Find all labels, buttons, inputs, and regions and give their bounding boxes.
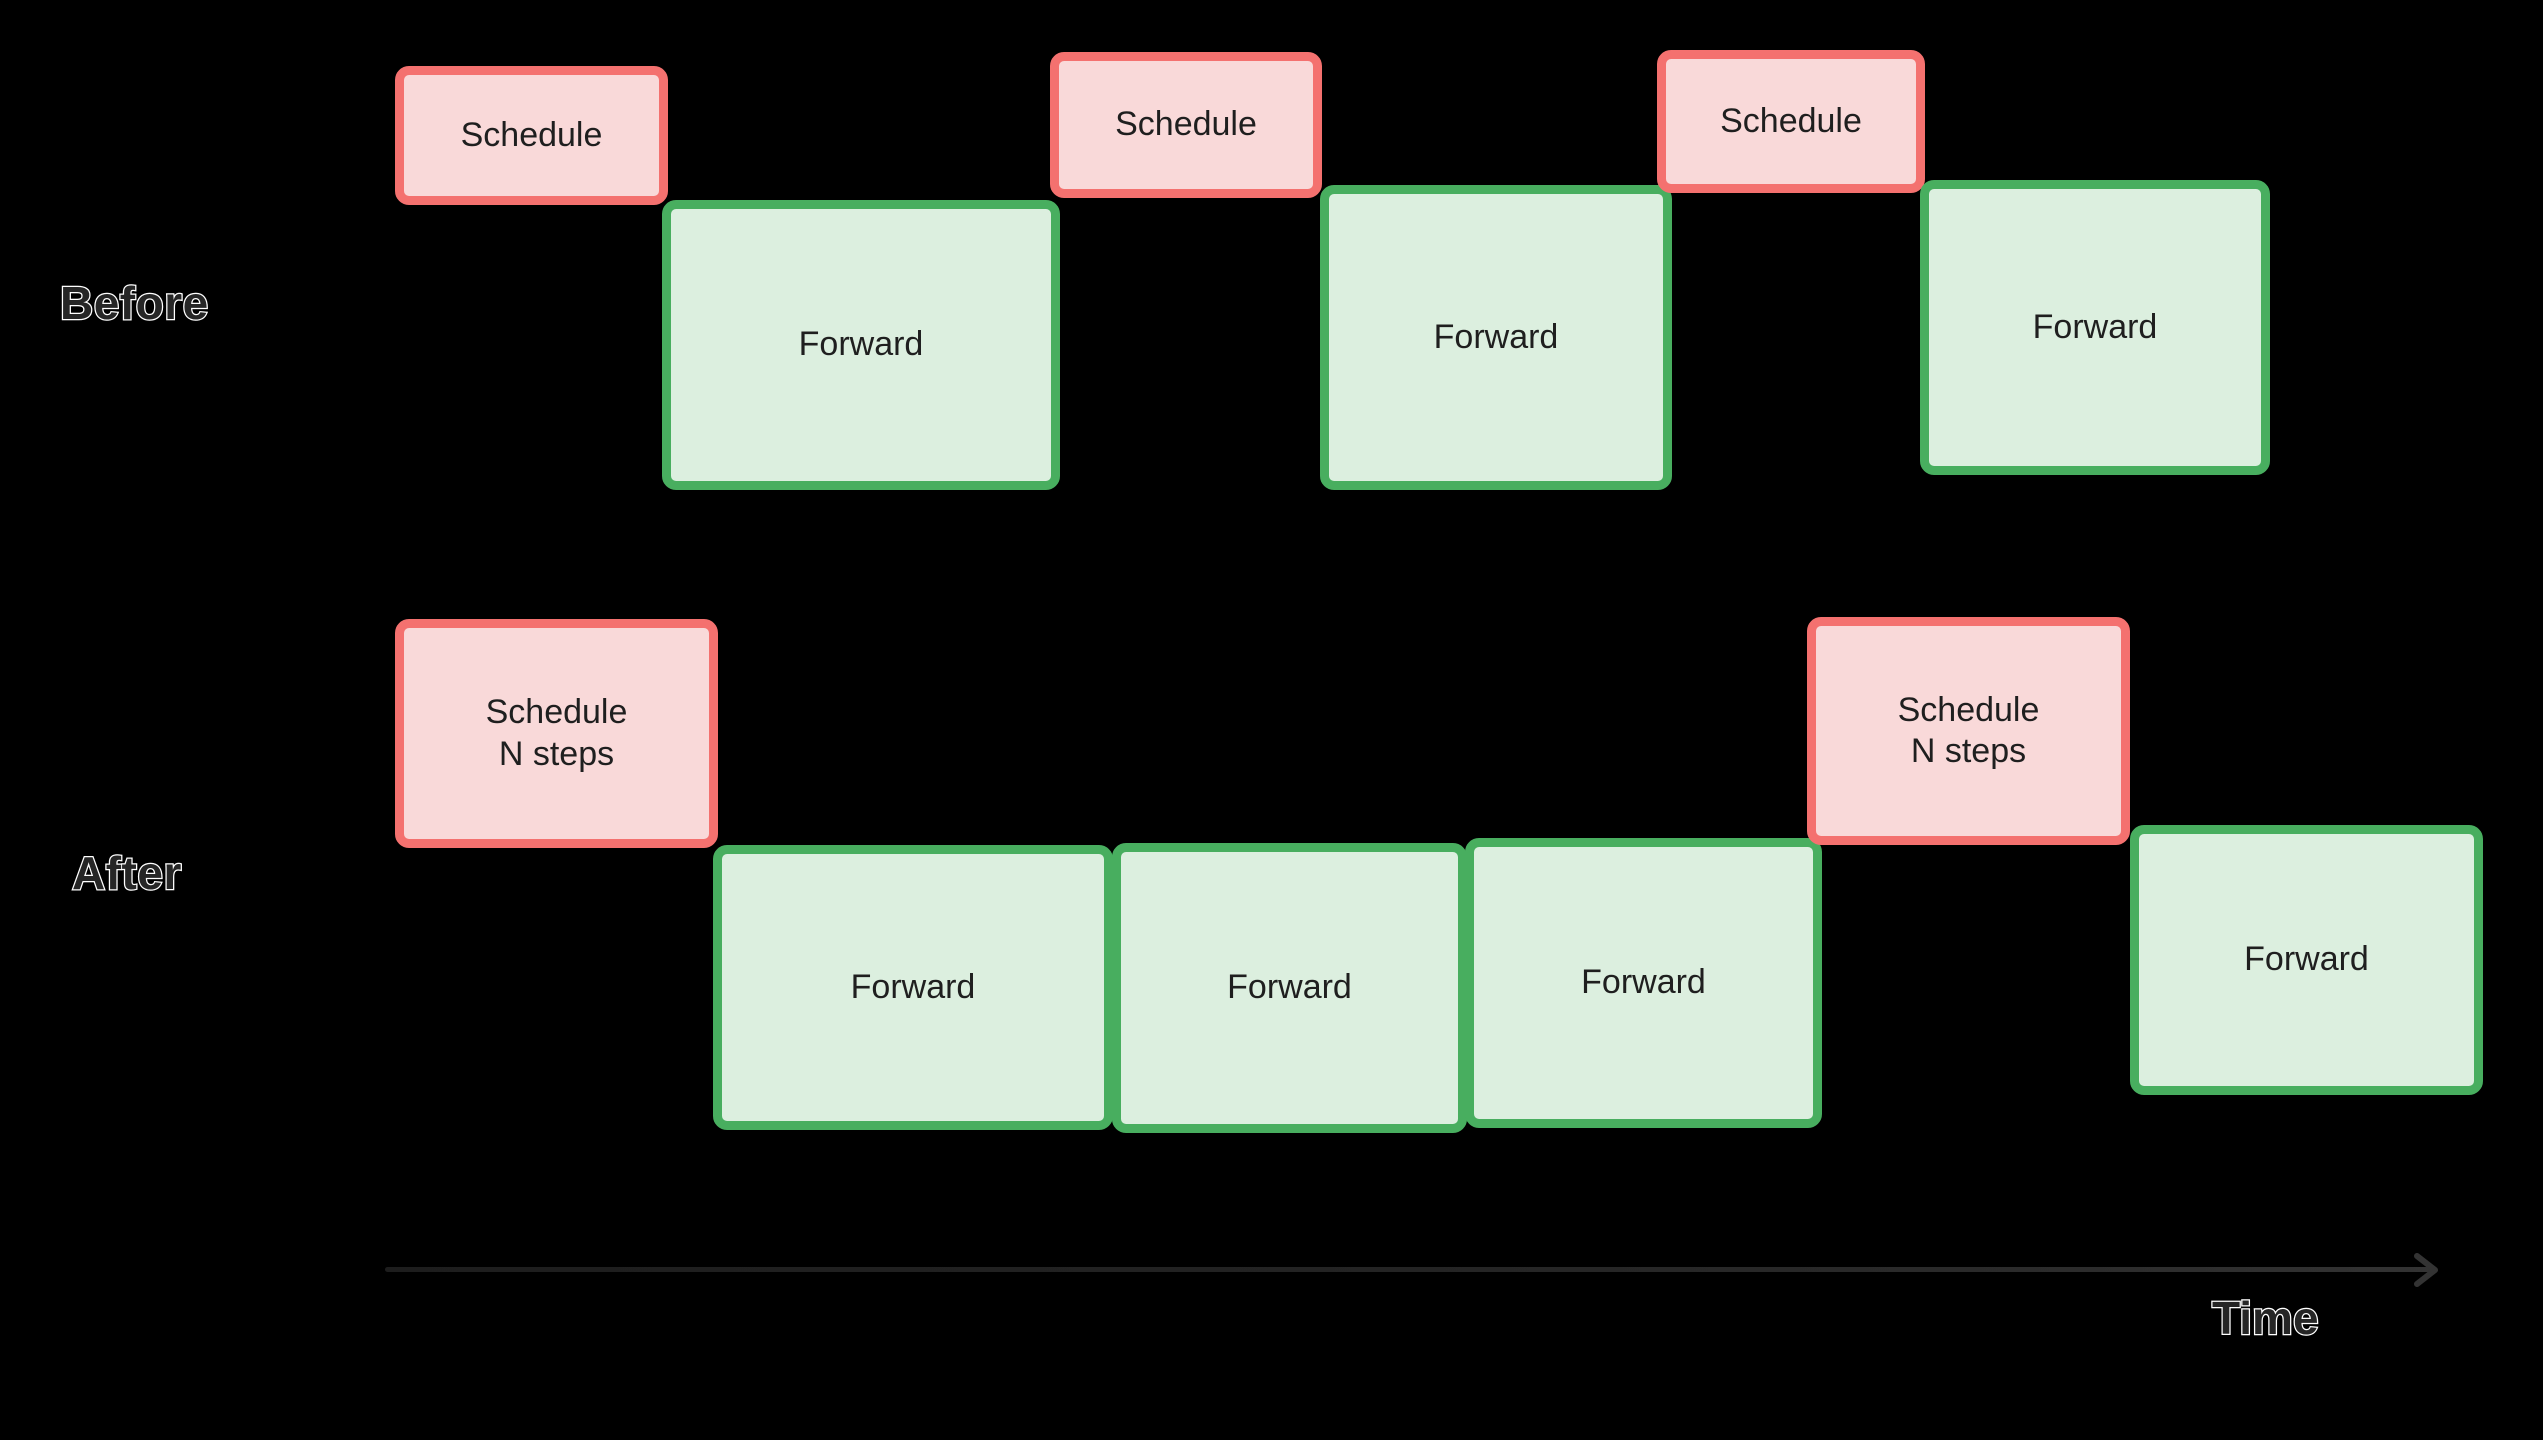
schedule-box[interactable]: Schedule (1050, 52, 1322, 198)
forward-box[interactable]: Forward (1920, 180, 2270, 475)
schedule-box[interactable]: Schedule (395, 66, 668, 205)
forward-box[interactable]: Forward (2130, 825, 2483, 1095)
row-label-after: After (71, 847, 183, 899)
row-label-before: Before (59, 277, 210, 329)
time-axis-label: Time (2211, 1292, 2320, 1344)
forward-box[interactable]: Forward (1465, 838, 1822, 1128)
forward-box[interactable]: Forward (713, 845, 1113, 1130)
arrow-right-icon (2414, 1253, 2438, 1287)
forward-box[interactable]: Forward (1112, 843, 1467, 1133)
schedule-box[interactable]: Schedule (1657, 50, 1925, 193)
schedule-box[interactable]: Schedule N steps (1807, 617, 2130, 845)
schedule-box[interactable]: Schedule N steps (395, 619, 718, 848)
time-axis-line (385, 1267, 2435, 1272)
forward-box[interactable]: Forward (662, 200, 1060, 490)
forward-box[interactable]: Forward (1320, 185, 1672, 490)
time-axis (385, 1253, 2438, 1287)
